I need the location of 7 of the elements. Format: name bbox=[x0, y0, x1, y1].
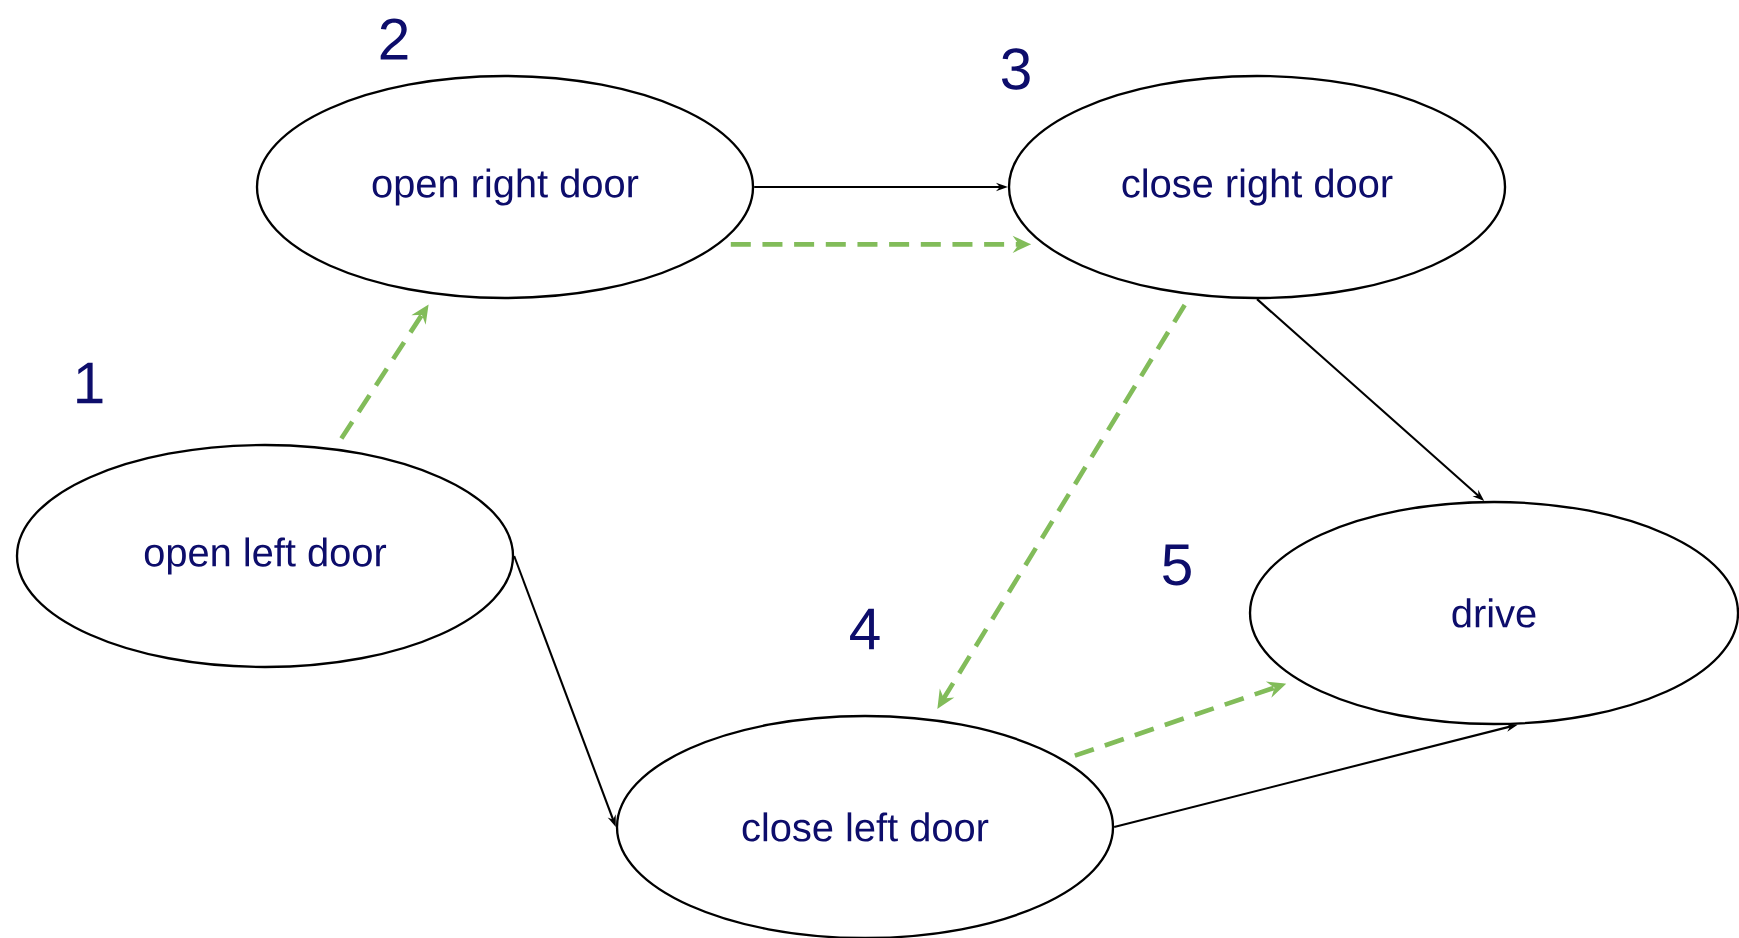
ellipse-node: open left door bbox=[15, 443, 515, 669]
step-number: 1 bbox=[77, 362, 103, 404]
step-number: 2 bbox=[380, 18, 408, 60]
ellipse-node: open right door bbox=[255, 74, 755, 300]
step-number: 4 bbox=[850, 608, 880, 650]
step-number: 5 bbox=[1163, 544, 1191, 586]
ellipse-node: drive bbox=[1248, 500, 1739, 726]
